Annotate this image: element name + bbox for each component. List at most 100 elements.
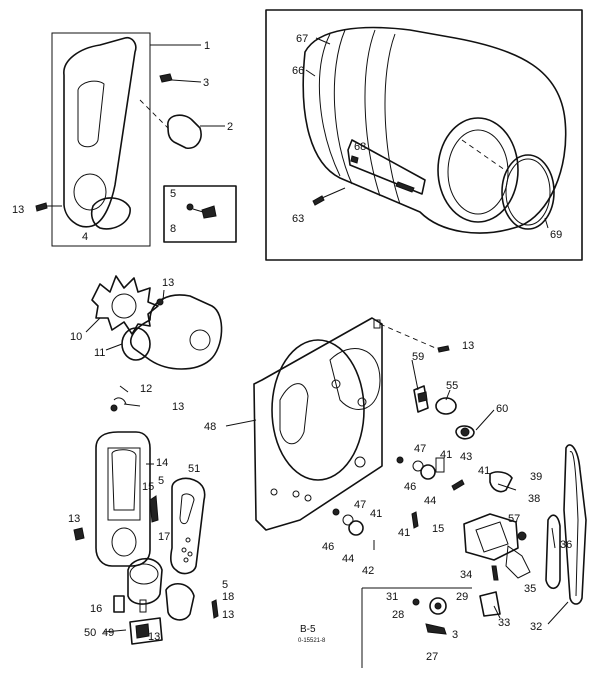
callout-2: 2	[227, 121, 233, 133]
callout-14: 14	[156, 457, 168, 469]
drive-belt-36	[545, 514, 561, 590]
blower-wheel	[91, 275, 159, 335]
leader-lines	[85, 37, 569, 625]
clip-3	[159, 73, 173, 83]
callout-28: 28	[392, 609, 404, 621]
callout-59: 59	[412, 351, 424, 363]
callout-13: 13	[162, 277, 174, 289]
callout-43: 43	[460, 451, 472, 463]
thermostat-parts	[379, 323, 475, 440]
callout-13: 13	[148, 631, 160, 643]
callout-13: 13	[462, 340, 474, 352]
callout-11: 11	[94, 347, 105, 359]
callout-35: 35	[524, 583, 536, 595]
callout-46: 46	[322, 541, 334, 553]
thermostat-59	[413, 385, 429, 413]
callout-47: 47	[354, 499, 366, 511]
drum-front-opening	[437, 117, 519, 223]
drive-motor	[463, 513, 519, 561]
callout-41: 41	[370, 508, 382, 520]
gasket-2	[167, 114, 202, 150]
callout-39: 39	[530, 471, 542, 483]
callout-66: 66	[292, 65, 304, 77]
duct-assembly-group	[35, 32, 237, 247]
heater-duct-group	[73, 397, 206, 575]
lower-left-parts	[103, 557, 219, 645]
drum-assembly-group	[265, 9, 583, 261]
callout-10: 10	[70, 331, 82, 343]
callout-34: 34	[460, 569, 472, 581]
callout-44: 44	[342, 553, 354, 565]
inset-box-27-33	[361, 587, 501, 668]
callout-17: 17	[158, 531, 170, 543]
roller-parts	[332, 456, 465, 550]
callout-3: 3	[203, 77, 209, 89]
callout-49: 49	[102, 627, 114, 639]
callout-67: 67	[296, 33, 308, 45]
callout-41: 41	[440, 449, 452, 461]
callout-33: 33	[498, 617, 510, 629]
cover-18	[165, 583, 195, 621]
callout-38: 38	[528, 493, 540, 505]
callout-16: 16	[90, 603, 102, 615]
motor-group	[463, 471, 531, 581]
callout-3: 3	[452, 629, 458, 641]
callout-15: 15	[432, 523, 444, 535]
callout-42: 42	[362, 565, 374, 577]
exhaust-duct	[63, 36, 137, 228]
bulkhead-opening	[271, 339, 365, 481]
callout-4: 4	[82, 231, 88, 243]
thermostat-55	[435, 397, 457, 415]
screw-13-panel	[437, 345, 450, 353]
callout-69: 69	[550, 229, 562, 241]
callout-50: 50	[84, 627, 96, 639]
callout-57: 57	[508, 513, 520, 525]
callout-1: 1	[204, 40, 210, 52]
callout-41: 41	[478, 465, 490, 477]
callout-13: 13	[12, 204, 24, 216]
drum-seal-ring	[501, 154, 555, 230]
screw-13-duct	[35, 202, 48, 212]
callout-8: 8	[170, 223, 176, 235]
callout-13: 13	[172, 401, 184, 413]
drum	[302, 26, 567, 234]
callout-32: 32	[530, 621, 542, 633]
callout-55: 55	[446, 380, 458, 392]
housing-17	[127, 557, 163, 605]
inset-box-5-8	[163, 185, 237, 243]
callout-51: 51	[188, 463, 200, 475]
callout-15: 15	[142, 481, 154, 493]
callout-41: 41	[398, 527, 410, 539]
duct-gasket-4	[90, 197, 131, 230]
heater-duct-14	[95, 431, 151, 567]
callout-48: 48	[204, 421, 216, 433]
callout-13: 13	[68, 513, 80, 525]
callout-13: 13	[222, 609, 234, 621]
callout-29: 29	[456, 591, 468, 603]
diagram-caption-code: 0-15521-8	[298, 638, 326, 644]
callout-46: 46	[404, 481, 416, 493]
callout-5: 5	[170, 188, 176, 200]
heater-51	[170, 477, 206, 575]
drum-assembly-frame	[265, 9, 583, 261]
callout-68: 68	[354, 141, 366, 153]
callout-labels: 1 3 2 13 4 5 8 67 66 68 63 69 13 10 11 1…	[12, 33, 572, 663]
drum-baffle	[347, 139, 426, 195]
blower-group	[91, 275, 223, 370]
callout-27: 27	[426, 651, 438, 663]
screw-63	[312, 195, 325, 206]
diagram-caption: B-5	[300, 624, 316, 635]
bulkhead-panel	[253, 317, 383, 531]
drive-belt-32	[563, 444, 587, 605]
callout-12: 12	[140, 383, 152, 395]
callout-18: 18	[222, 591, 234, 603]
callout-36: 36	[560, 539, 572, 551]
callout-5: 5	[158, 475, 164, 487]
blower-housing	[129, 294, 223, 370]
callout-44: 44	[424, 495, 436, 507]
callout-47: 47	[414, 443, 426, 455]
bulkhead-group	[253, 317, 383, 531]
callout-63: 63	[292, 213, 304, 225]
callout-31: 31	[386, 591, 398, 603]
